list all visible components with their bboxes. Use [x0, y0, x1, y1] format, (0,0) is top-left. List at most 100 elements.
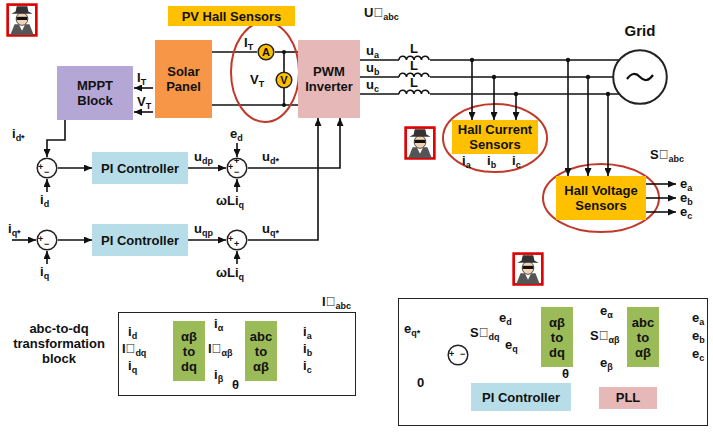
junction-dot: [586, 75, 590, 79]
node-text: MPPT Block: [59, 78, 131, 108]
transform-box: abc to αβ: [245, 321, 277, 381]
signal-label: ia: [303, 325, 312, 339]
text-part: −: [44, 167, 49, 177]
signal-label: eq*: [404, 322, 420, 336]
text-part: I: [244, 35, 248, 50]
text-part: S⃗: [650, 147, 668, 162]
text-part: −: [44, 239, 49, 249]
subscript: α: [218, 323, 224, 333]
mppt-block: MPPT Block: [57, 66, 133, 120]
signal-arrow: [12, 239, 36, 241]
text-part: i: [487, 153, 491, 168]
node-text: PV Hall Sensors: [182, 9, 282, 24]
signal-label: id*: [12, 127, 25, 141]
signal-label: ud*: [262, 150, 279, 164]
text-part: A: [262, 46, 270, 58]
sign-symbol: −: [460, 349, 465, 360]
text-part: S⃗: [590, 328, 608, 343]
text-part: −: [234, 167, 239, 177]
text-part: PLL: [616, 390, 641, 405]
transform-box: abc to αβ: [627, 307, 659, 367]
signal-label: IT: [137, 71, 146, 85]
attacker-icon: [514, 254, 543, 285]
subscript: c: [699, 353, 704, 363]
signal-label: ub: [366, 61, 379, 75]
subscript: dp: [202, 156, 213, 166]
signal-label: ia: [462, 154, 471, 168]
text-part: e: [680, 176, 687, 191]
signal-wire: [188, 167, 226, 169]
subscript: q*: [12, 228, 21, 238]
signal-label: uqp: [194, 222, 213, 236]
subscript: q: [512, 344, 518, 354]
signal-label: I⃗dq: [122, 342, 146, 356]
text-part: i: [8, 221, 12, 236]
text-part: +: [449, 349, 454, 359]
signal-label: ed: [499, 311, 512, 325]
subscript: q: [239, 200, 245, 210]
sign-symbol: +: [228, 162, 233, 173]
subscript: b: [307, 348, 313, 358]
subscript: qp: [202, 228, 213, 238]
text-part: u: [262, 149, 270, 164]
text-part: i: [303, 358, 307, 373]
attack-region: [443, 104, 547, 172]
pi-controller: PI Controller: [471, 383, 571, 411]
signal-label: id: [40, 193, 49, 207]
text-part: e: [600, 303, 607, 318]
text-part: i: [512, 153, 516, 168]
text-part: +: [38, 234, 43, 244]
subscript: a: [699, 317, 704, 327]
circle-shape: [613, 50, 667, 104]
sign-symbol: +: [38, 234, 43, 245]
signal-label: ωLiq: [216, 266, 244, 280]
text-part: ωLi: [216, 265, 239, 280]
node-text: Hall Voltage Sensors: [558, 183, 644, 213]
signal-arrow: [236, 179, 238, 192]
signal-wire: [47, 120, 65, 157]
signal-label: S⃗abc: [650, 148, 684, 162]
text-part: PWM Inverter: [305, 64, 353, 94]
signal-arrow: [46, 179, 48, 192]
subscript: abc: [668, 154, 684, 164]
subscript: d*: [270, 156, 279, 166]
signal-label: eb: [692, 329, 705, 343]
text-part: MPPT Block: [77, 78, 113, 108]
subscript: c: [374, 84, 379, 94]
signal-label: iq: [128, 359, 137, 373]
text-part: e: [692, 328, 699, 343]
subscript: dq: [488, 332, 499, 342]
text-part: i: [128, 324, 132, 339]
text-part: e: [680, 190, 687, 205]
subscript: αβ: [221, 348, 232, 358]
text-part: u: [366, 60, 374, 75]
signal-label: iβ: [214, 368, 223, 382]
text-part: i: [40, 264, 44, 279]
text-part: −: [460, 349, 465, 359]
text-part: e: [499, 310, 506, 325]
current-sensor-box: Hall Current Sensors: [452, 120, 538, 154]
text-part: PI Controller: [101, 233, 179, 248]
ammeter: A: [257, 43, 275, 61]
subscript: T: [146, 101, 152, 111]
signal-label: iα: [214, 317, 223, 331]
signal-label: ed: [230, 127, 243, 141]
node-text: Grid: [612, 23, 668, 38]
sign-symbol: +: [38, 162, 43, 173]
ac-source-symbol: [627, 74, 653, 80]
text-part: Grid: [625, 22, 656, 39]
text-part: PI Controller: [101, 161, 179, 176]
sign-symbol: +: [449, 349, 454, 360]
junction-dot: [566, 58, 570, 62]
signal-label: L: [410, 59, 418, 73]
node-text: PI Controller: [101, 233, 179, 248]
text-part: +: [234, 239, 239, 249]
attack-region: [231, 22, 299, 122]
text-part: u: [366, 77, 374, 92]
text-part: I: [137, 70, 141, 85]
signal-label: S⃗dq: [470, 326, 499, 340]
solar-panel: Solar Panel: [155, 40, 212, 118]
text-part: θ: [562, 366, 569, 381]
circle-shape: [37, 230, 57, 250]
text-part: abc-to-dq transformation block: [13, 321, 105, 366]
